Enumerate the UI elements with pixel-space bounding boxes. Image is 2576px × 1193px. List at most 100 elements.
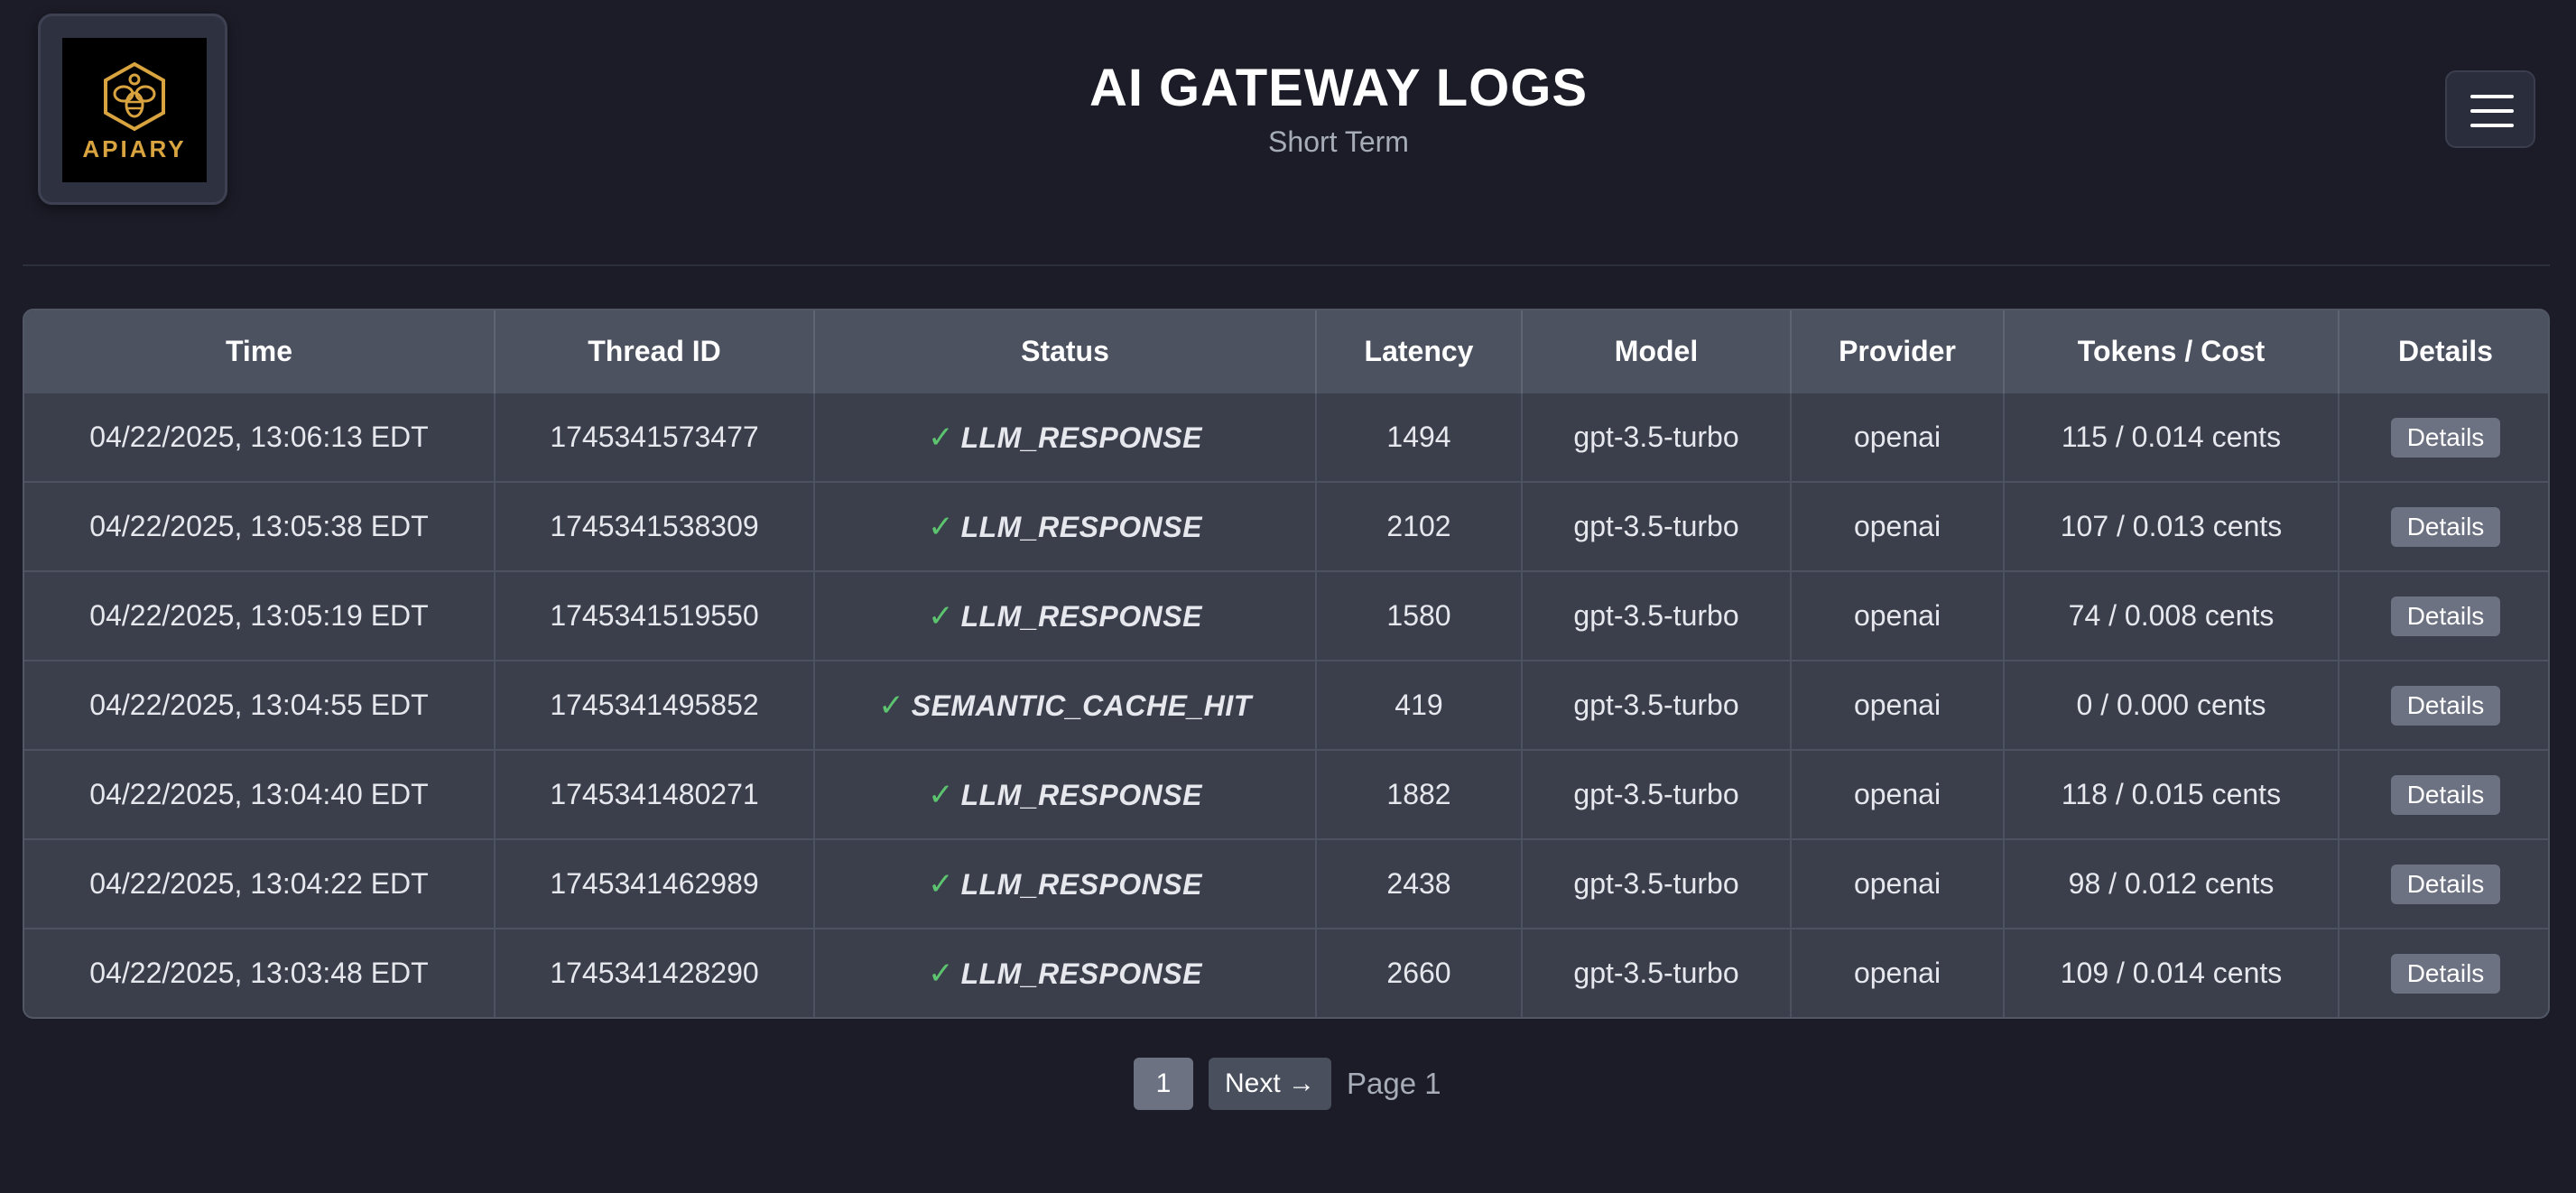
cell-time: 04/22/2025, 13:03:48 EDT: [24, 928, 496, 1017]
check-icon: ✓: [878, 688, 904, 723]
page-title: AI GATEWAY LOGS: [1089, 59, 1589, 117]
table-row: 04/22/2025, 13:03:48 EDT 1745341428290 ✓…: [24, 928, 2548, 1017]
next-page-button[interactable]: Next →: [1209, 1058, 1331, 1110]
status-label: LLM_RESPONSE: [960, 778, 1202, 811]
cell-tokens-cost: 115 / 0.014 cents: [2004, 392, 2340, 482]
bee-hexagon-icon: [104, 61, 165, 132]
logo-text: APIARY: [82, 135, 187, 162]
column-header-details[interactable]: Details: [2339, 310, 2548, 393]
column-header-model[interactable]: Model: [1522, 310, 1792, 393]
check-icon: ✓: [928, 598, 954, 633]
cell-status: ✓LLM_RESPONSE: [814, 928, 1317, 1017]
cell-latency: 419: [1316, 660, 1523, 750]
cell-tokens-cost: 118 / 0.015 cents: [2004, 749, 2340, 839]
cell-time: 04/22/2025, 13:04:40 EDT: [24, 749, 496, 839]
cell-details: Details: [2339, 660, 2548, 750]
cell-model: gpt-3.5-turbo: [1522, 838, 1792, 929]
cell-time: 04/22/2025, 13:05:38 EDT: [24, 481, 496, 571]
cell-thread-id: 1745341495852: [495, 660, 815, 750]
page-header: AI GATEWAY LOGS Short Term: [0, 54, 2576, 161]
cell-status: ✓LLM_RESPONSE: [814, 392, 1317, 482]
menu-button[interactable]: [2445, 70, 2535, 148]
status-label: LLM_RESPONSE: [960, 510, 1202, 543]
cell-latency: 2102: [1316, 481, 1523, 571]
check-icon: ✓: [928, 956, 954, 991]
cell-provider: openai: [1791, 481, 2005, 571]
status-label: LLM_RESPONSE: [960, 599, 1202, 633]
table-row: 04/22/2025, 13:04:22 EDT 1745341462989 ✓…: [24, 838, 2548, 929]
cell-thread-id: 1745341538309: [495, 481, 815, 571]
logo-card: APIARY: [38, 14, 227, 205]
column-header-time[interactable]: Time: [24, 310, 496, 393]
details-button[interactable]: Details: [2390, 864, 2501, 904]
cell-status: ✓LLM_RESPONSE: [814, 749, 1317, 839]
cell-latency: 1882: [1316, 749, 1523, 839]
cell-details: Details: [2339, 392, 2548, 482]
page-1-button[interactable]: 1: [1134, 1058, 1193, 1110]
cell-time: 04/22/2025, 13:05:19 EDT: [24, 570, 496, 661]
details-button[interactable]: Details: [2390, 417, 2501, 458]
logs-table: Time Thread ID Status Latency Model Prov…: [23, 309, 2550, 1019]
cell-latency: 2438: [1316, 838, 1523, 929]
cell-provider: openai: [1791, 928, 2005, 1017]
column-header-status[interactable]: Status: [814, 310, 1317, 393]
cell-thread-id: 1745341428290: [495, 928, 815, 1017]
table-row: 04/22/2025, 13:04:40 EDT 1745341480271 ✓…: [24, 749, 2548, 839]
check-icon: ✓: [928, 777, 954, 812]
check-icon: ✓: [928, 420, 954, 455]
cell-thread-id: 1745341573477: [495, 392, 815, 482]
cell-time: 04/22/2025, 13:04:22 EDT: [24, 838, 496, 929]
check-icon: ✓: [928, 866, 954, 902]
cell-provider: openai: [1791, 749, 2005, 839]
table-row: 04/22/2025, 13:05:19 EDT 1745341519550 ✓…: [24, 570, 2548, 661]
cell-latency: 1494: [1316, 392, 1523, 482]
table-row: 04/22/2025, 13:06:13 EDT 1745341573477 ✓…: [24, 392, 2548, 482]
cell-provider: openai: [1791, 392, 2005, 482]
cell-thread-id: 1745341480271: [495, 749, 815, 839]
cell-tokens-cost: 109 / 0.014 cents: [2004, 928, 2340, 1017]
details-button[interactable]: Details: [2390, 774, 2501, 815]
page-indicator: Page 1: [1347, 1067, 1441, 1100]
details-button[interactable]: Details: [2390, 685, 2501, 726]
cell-model: gpt-3.5-turbo: [1522, 660, 1792, 750]
cell-tokens-cost: 98 / 0.012 cents: [2004, 838, 2340, 929]
cell-details: Details: [2339, 838, 2548, 929]
column-header-latency[interactable]: Latency: [1316, 310, 1523, 393]
cell-provider: openai: [1791, 660, 2005, 750]
header-divider: [23, 264, 2550, 266]
cell-details: Details: [2339, 570, 2548, 661]
cell-tokens-cost: 0 / 0.000 cents: [2004, 660, 2340, 750]
cell-model: gpt-3.5-turbo: [1522, 392, 1792, 482]
cell-details: Details: [2339, 928, 2548, 1017]
status-label: LLM_RESPONSE: [960, 957, 1202, 990]
cell-model: gpt-3.5-turbo: [1522, 749, 1792, 839]
cell-provider: openai: [1791, 570, 2005, 661]
cell-latency: 1580: [1316, 570, 1523, 661]
apiary-logo: APIARY: [62, 38, 207, 182]
cell-model: gpt-3.5-turbo: [1522, 481, 1792, 571]
table-row: 04/22/2025, 13:04:55 EDT 1745341495852 ✓…: [24, 660, 2548, 750]
cell-latency: 2660: [1316, 928, 1523, 1017]
table-row: 04/22/2025, 13:05:38 EDT 1745341538309 ✓…: [24, 481, 2548, 571]
cell-status: ✓LLM_RESPONSE: [814, 570, 1317, 661]
cell-thread-id: 1745341462989: [495, 838, 815, 929]
cell-time: 04/22/2025, 13:06:13 EDT: [24, 392, 496, 482]
cell-time: 04/22/2025, 13:04:55 EDT: [24, 660, 496, 750]
column-header-provider[interactable]: Provider: [1791, 310, 2005, 393]
cell-status: ✓LLM_RESPONSE: [814, 481, 1317, 571]
check-icon: ✓: [928, 509, 954, 544]
column-header-tokens-cost[interactable]: Tokens / Cost: [2004, 310, 2340, 393]
details-button[interactable]: Details: [2390, 953, 2501, 994]
cell-thread-id: 1745341519550: [495, 570, 815, 661]
details-button[interactable]: Details: [2390, 596, 2501, 636]
cell-tokens-cost: 107 / 0.013 cents: [2004, 481, 2340, 571]
cell-status: ✓LLM_RESPONSE: [814, 838, 1317, 929]
status-label: LLM_RESPONSE: [960, 867, 1202, 901]
cell-provider: openai: [1791, 838, 2005, 929]
cell-model: gpt-3.5-turbo: [1522, 570, 1792, 661]
details-button[interactable]: Details: [2390, 506, 2501, 547]
cell-details: Details: [2339, 481, 2548, 571]
column-header-thread-id[interactable]: Thread ID: [495, 310, 815, 393]
table-header-row: Time Thread ID Status Latency Model Prov…: [24, 310, 2548, 393]
cell-details: Details: [2339, 749, 2548, 839]
